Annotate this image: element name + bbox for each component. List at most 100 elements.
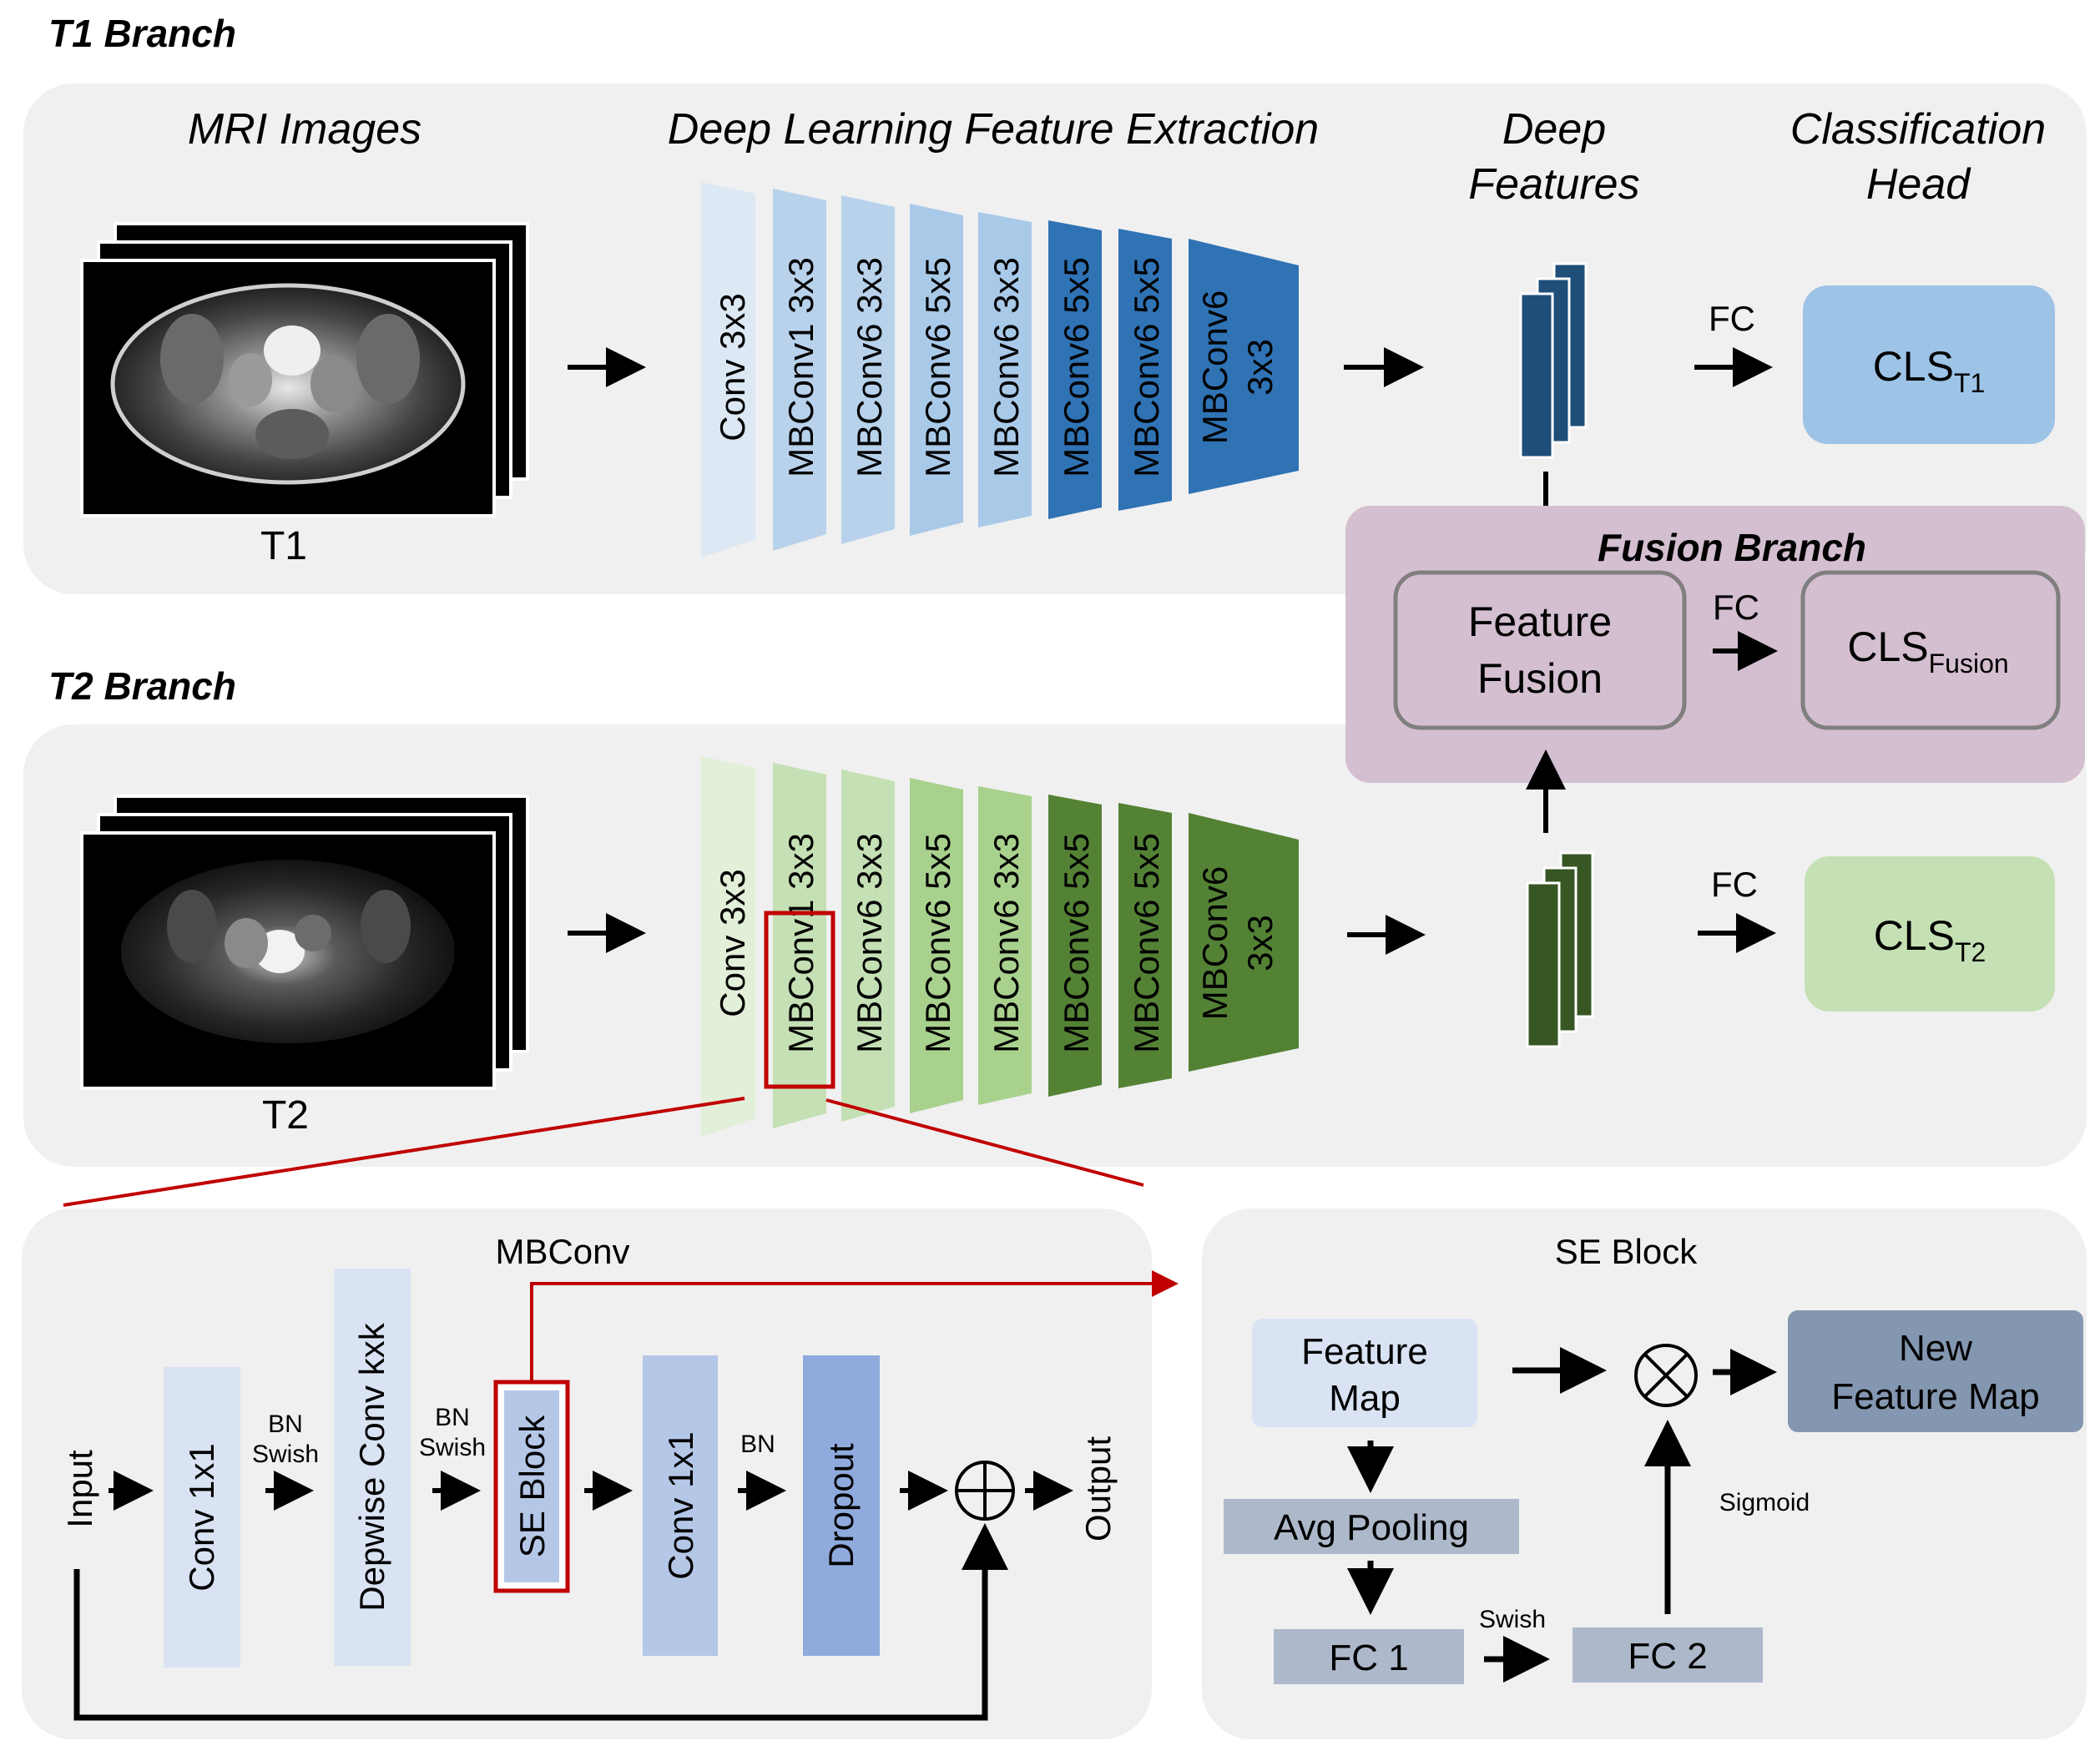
t2-layer-mbconv1: [773, 763, 826, 1128]
bn-swish-2a: BN: [435, 1404, 470, 1431]
t1-layer-label-0: Conv 3x3: [713, 293, 752, 441]
t1-mri-image-stack: [80, 222, 529, 517]
zoom-line-right: [825, 1098, 1144, 1187]
feature-map-box: [1252, 1319, 1477, 1427]
t2-layer-label-6: MBConv6 5x5: [1127, 833, 1166, 1053]
new-map-label-1: New: [1899, 1328, 1972, 1369]
bn-swish-1a: BN: [268, 1410, 303, 1438]
t1-layer-label-5: MBConv6 5x5: [1057, 257, 1096, 477]
t2-layer-mbconv6-c: [978, 786, 1032, 1105]
fusion-branch-panel: [1345, 506, 2085, 783]
t1-deep-features: [1519, 262, 1588, 459]
t1-layer-mbconv6-d: [1048, 220, 1102, 519]
t2-fc-label: FC: [1711, 865, 1758, 904]
t2-layer-mbconv6-e: [1118, 803, 1172, 1088]
t2-deep-features: [1526, 851, 1594, 1048]
t2-cls-box: [1805, 856, 2055, 1012]
t1-layer-label-1: MBConv1 3x3: [781, 257, 820, 477]
t1-layer-label-7: MBConv6: [1195, 290, 1234, 444]
t1-cls-label: CLST1: [1873, 343, 1986, 398]
avg-pooling-box: [1224, 1499, 1519, 1554]
t2-layer-label-3: MBConv6 5x5: [918, 833, 957, 1053]
se-block-inner: [504, 1390, 559, 1582]
mbconv1-highlight-box: [764, 911, 835, 1089]
feature-map-label-2: Map: [1329, 1378, 1401, 1419]
t2-image-label: T2: [262, 1093, 309, 1138]
t1-layer-mbconv6-a: [841, 195, 895, 544]
dropout-block: [803, 1355, 880, 1656]
feature-fusion-box: [1393, 570, 1687, 730]
t1-layer-mbconv1: [773, 189, 826, 551]
col-deep-features-2: Features: [1468, 160, 1639, 209]
col-mri-images: MRI Images: [188, 105, 422, 154]
t1-image-label: T1: [260, 524, 307, 568]
swish-label: Swish: [1479, 1606, 1546, 1633]
conv1x1-block-a: [164, 1367, 240, 1668]
se-detail-connector: [530, 1270, 1179, 1382]
avg-pooling-label: Avg Pooling: [1274, 1507, 1469, 1548]
fusion-branch-title: Fusion Branch: [1598, 526, 1866, 569]
skip-connection: [73, 1523, 1008, 1721]
t1-layer-mbconv6-b: [910, 204, 963, 536]
add-icon: [955, 1461, 1015, 1521]
t1-branch-title: T1 Branch: [48, 12, 236, 55]
t2-layer-mbconv6-b: [910, 778, 963, 1113]
t1-layer-label-2: MBConv6 3x3: [850, 257, 889, 477]
sigmoid-label: Sigmoid: [1719, 1489, 1810, 1516]
conv1x1-label-a: Conv 1x1: [182, 1443, 221, 1591]
dropout-label: Dropout: [821, 1443, 861, 1568]
zoom-line-left: [63, 1097, 745, 1207]
fc2-box: [1572, 1627, 1763, 1683]
bn-label: BN: [740, 1430, 775, 1458]
col-classification-head-1: Classification: [1790, 105, 2046, 154]
col-feature-extraction: Deep Learning Feature Extraction: [668, 105, 1319, 154]
t1-layer-label-3: MBConv6 5x5: [918, 257, 957, 477]
se-block-title: SE Block: [1555, 1232, 1698, 1271]
mbconv-title: MBConv: [495, 1232, 629, 1271]
t2-mri-image-stack: [80, 795, 529, 1090]
t1-layer-label-8: 3x3: [1240, 339, 1280, 396]
t1-layer-mbconv6-e: [1118, 229, 1172, 511]
fusion-cls-label: CLSFusion: [1847, 623, 2008, 679]
mbconv-output-label: Output: [1078, 1436, 1118, 1542]
t2-layer-label-8: 3x3: [1240, 915, 1280, 971]
depwise-conv-block: [334, 1269, 411, 1666]
col-classification-head-2: Head: [1866, 160, 1971, 209]
t2-cls-label: CLST2: [1874, 912, 1986, 967]
bn-swish-2b: Swish: [419, 1434, 486, 1461]
t2-layer-label-4: MBConv6 3x3: [987, 833, 1026, 1053]
new-map-label-2: Feature Map: [1831, 1376, 2039, 1417]
t1-layer-mbconv6-f: [1189, 239, 1299, 494]
conv1x1-label-b: Conv 1x1: [661, 1431, 700, 1579]
bn-swish-1b: Swish: [252, 1441, 319, 1468]
depwise-conv-label: Depwise Conv kxk: [352, 1322, 391, 1611]
fc2-label: FC 2: [1628, 1636, 1707, 1677]
fc1-box: [1274, 1629, 1464, 1684]
t2-layer-conv: [701, 756, 755, 1137]
t2-layer-label-0: Conv 3x3: [713, 869, 752, 1017]
conv1x1-block-b: [643, 1355, 718, 1656]
t1-layer-stack: Conv 3x3 MBConv1 3x3 MBConv6 3x3 MBConv6…: [701, 182, 1299, 558]
t2-layer-label-7: MBConv6: [1195, 866, 1234, 1020]
t1-layer-label-6: MBConv6 5x5: [1127, 257, 1166, 477]
feature-fusion-label-2: Fusion: [1477, 655, 1603, 702]
new-feature-map-box: [1788, 1310, 2083, 1432]
t2-layer-stack: Conv 3x3 MBConv1 3x3 MBConv6 3x3 MBConv6…: [701, 756, 1299, 1137]
t1-layer-mbconv6-c: [978, 212, 1032, 527]
t2-layer-label-2: MBConv6 3x3: [850, 833, 889, 1053]
fc1-label: FC 1: [1329, 1637, 1408, 1678]
t1-cls-box: [1803, 285, 2055, 444]
mbconv-input-label: Input: [60, 1450, 99, 1528]
t2-layer-mbconv6-a: [841, 769, 895, 1122]
t2-layer-label-5: MBConv6 5x5: [1057, 833, 1096, 1053]
se-block-label: SE Block: [512, 1415, 552, 1557]
t2-layer-mbconv6-f: [1189, 813, 1299, 1072]
feature-fusion-label-1: Feature: [1468, 598, 1612, 645]
t1-fc-label: FC: [1709, 299, 1755, 338]
fusion-fc-label: FC: [1713, 588, 1759, 627]
col-deep-features-1: Deep: [1502, 105, 1606, 154]
t1-layer-conv: [701, 182, 755, 558]
fusion-cls-box: [1800, 570, 2061, 730]
